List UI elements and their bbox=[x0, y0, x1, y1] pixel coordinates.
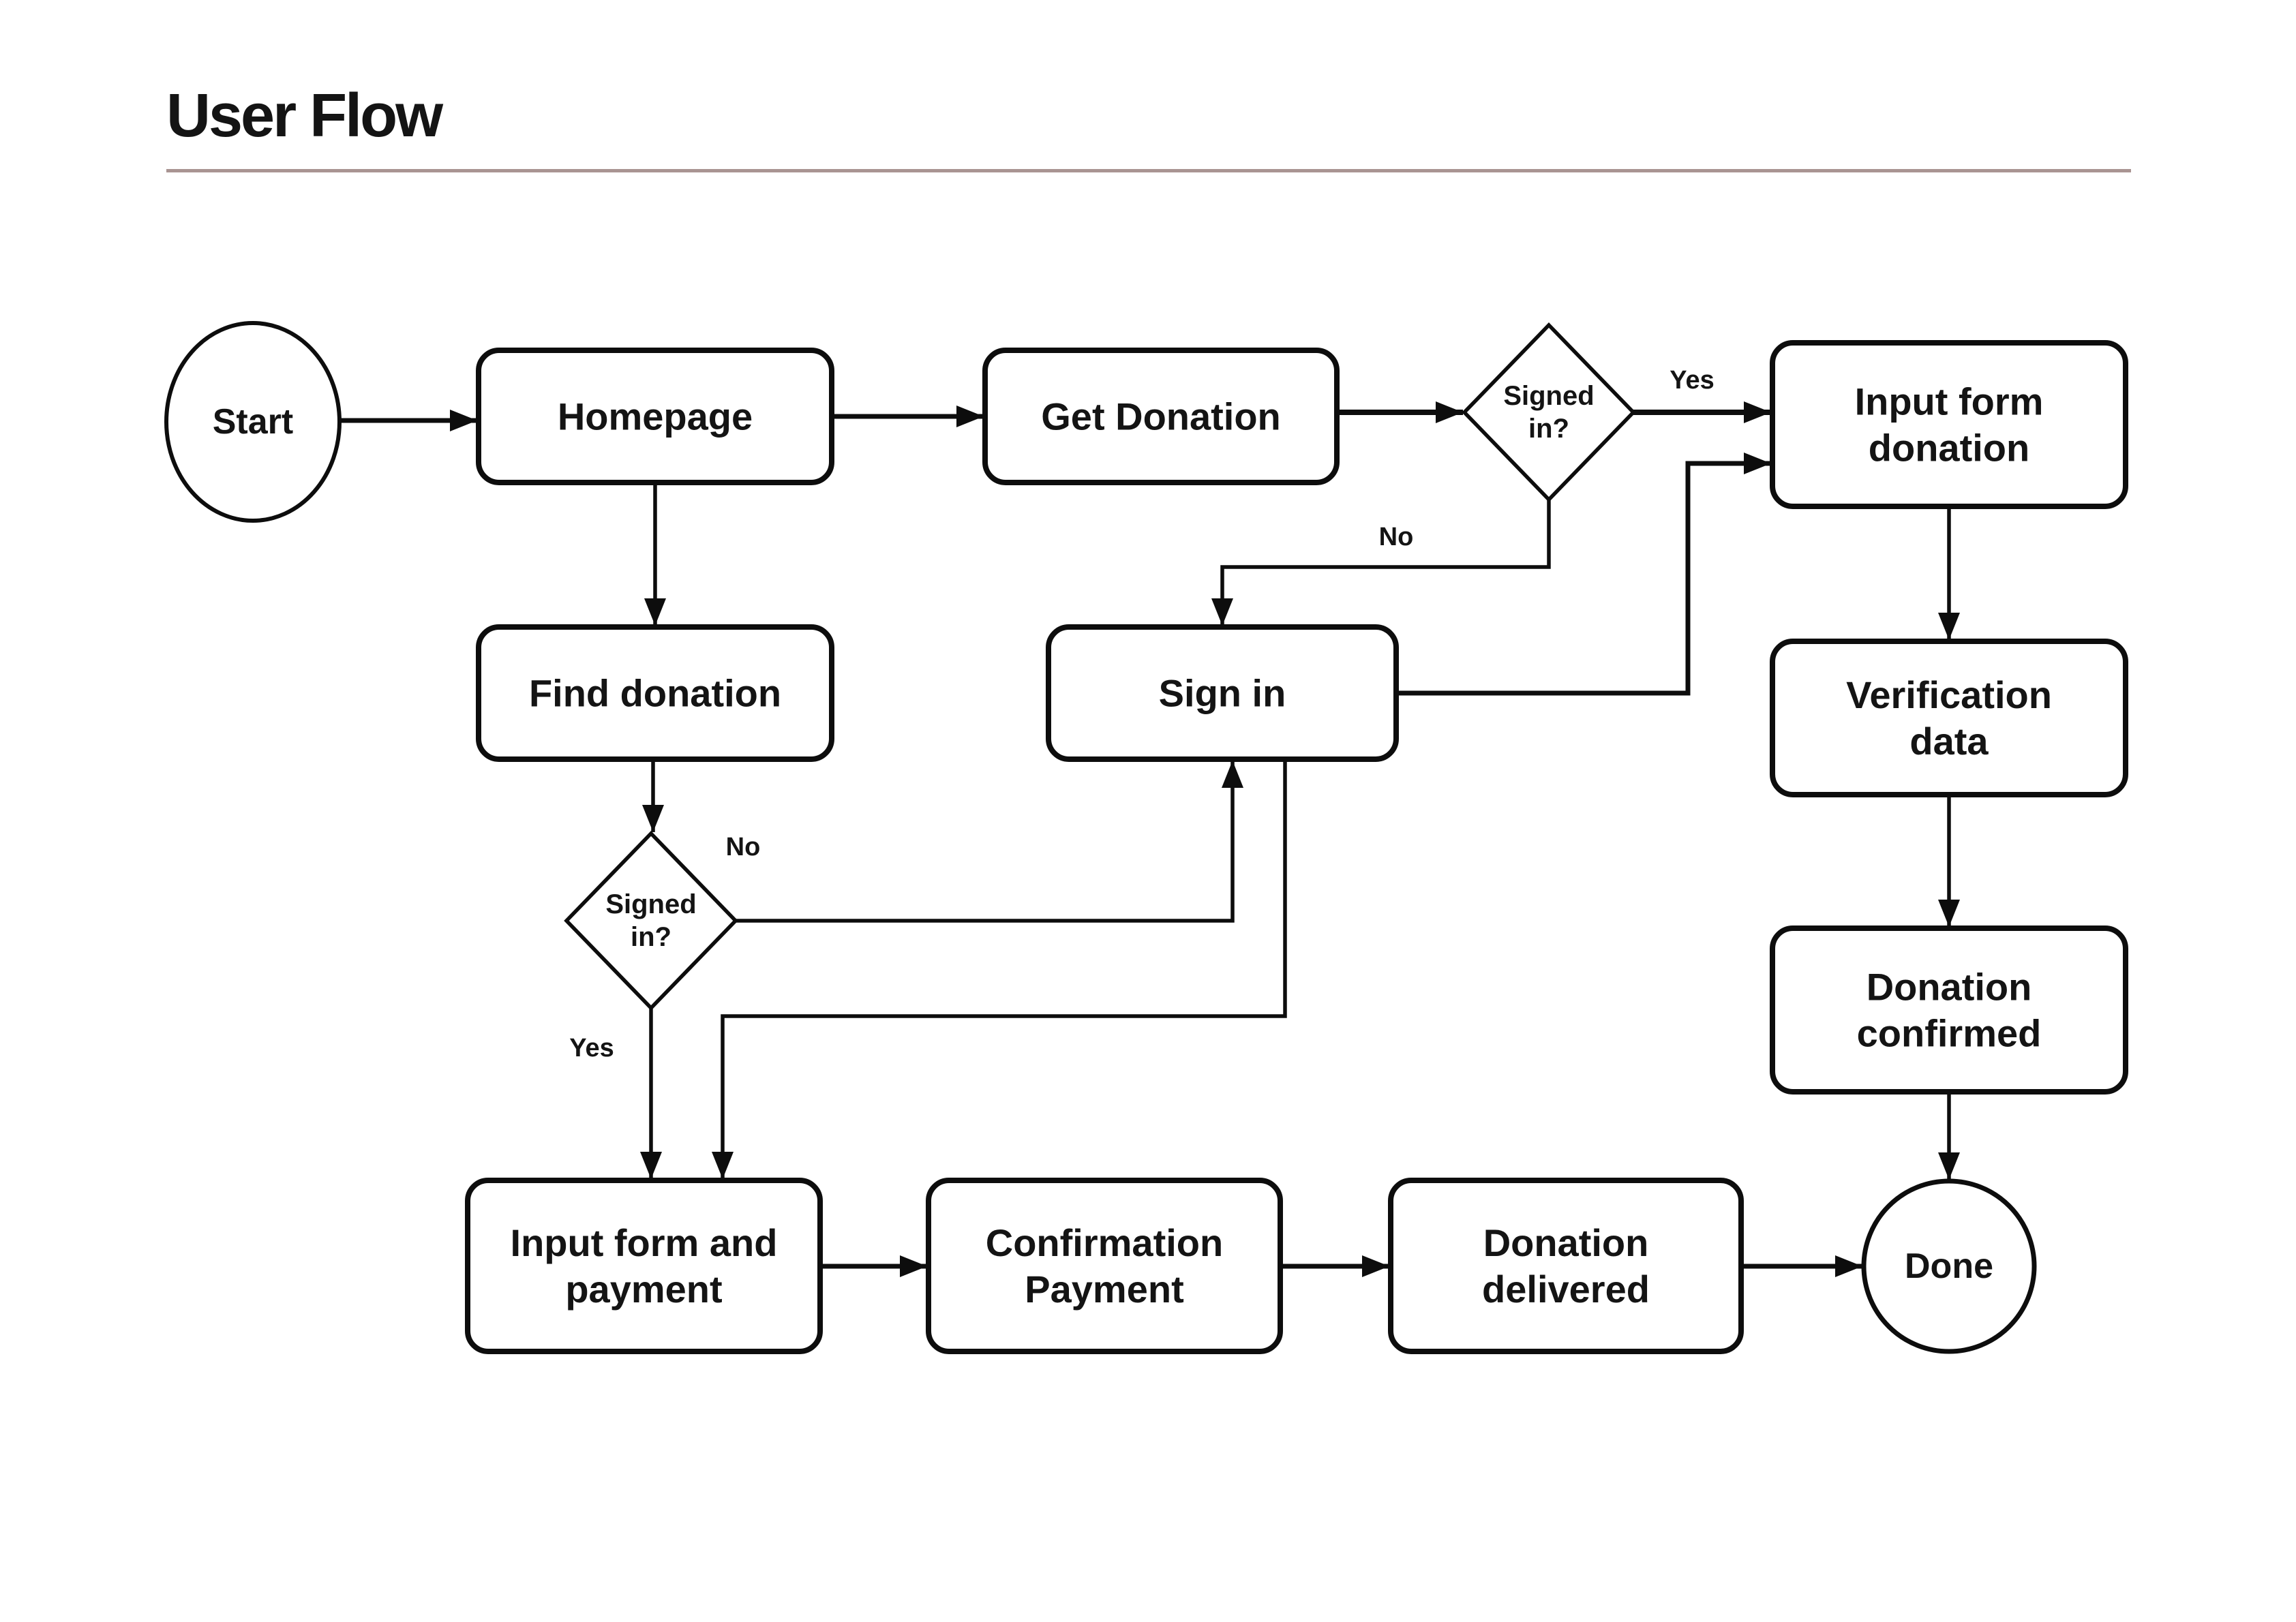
edge-label-no-top: No bbox=[1379, 523, 1414, 551]
edge-sign-in-to-input-form-and-payment bbox=[712, 759, 1287, 1179]
node-find-donation: Find donation bbox=[476, 624, 834, 762]
node-sign-in-shape bbox=[1046, 624, 1399, 762]
node-get-donation-label: Get Donation bbox=[1041, 395, 1281, 438]
node-find-donation-label: Find donation bbox=[529, 672, 781, 715]
page-title: User Flow bbox=[166, 82, 444, 150]
node-input-form-donation-shape bbox=[1770, 340, 2128, 509]
node-start-shape bbox=[164, 321, 342, 523]
edge-label-no-bottom: No bbox=[726, 833, 761, 861]
node-homepage-shape bbox=[476, 348, 834, 485]
edges-layer bbox=[339, 401, 1960, 1277]
edge-sign-in-to-input-form-donation bbox=[1396, 453, 1771, 696]
node-donation-confirmed-shape bbox=[1770, 925, 2128, 1095]
node-homepage-label: Homepage bbox=[558, 395, 753, 438]
node-sign-in: Sign in bbox=[1046, 624, 1399, 762]
node-sign-in-label: Sign in bbox=[1159, 672, 1286, 715]
node-get-donation: Get Donation bbox=[982, 348, 1340, 485]
node-start: Start bbox=[164, 321, 342, 523]
node-done: Done bbox=[1861, 1178, 2037, 1354]
node-signed-in-bottom-shape bbox=[564, 831, 738, 1011]
node-get-donation-shape bbox=[982, 348, 1340, 485]
node-confirmation-payment-shape bbox=[926, 1178, 1283, 1354]
node-find-donation-shape bbox=[476, 624, 834, 762]
edge-label-yes-bottom: Yes bbox=[569, 1034, 614, 1062]
edge-signed-in-bottom-no-to-sign-in bbox=[736, 761, 1243, 923]
node-homepage: Homepage bbox=[476, 348, 834, 485]
node-verification-data-shape bbox=[1770, 639, 2128, 797]
node-done-label: Done bbox=[1905, 1246, 1993, 1286]
node-donation-delivered-shape bbox=[1388, 1178, 1744, 1354]
edge-signed-in-top-no-to-sign-in bbox=[1211, 500, 1551, 626]
edge-label-yes-top: Yes bbox=[1670, 366, 1715, 395]
node-start-label: Start bbox=[213, 402, 293, 442]
node-input-form-and-payment-shape bbox=[465, 1178, 823, 1354]
node-signed-in-top-shape bbox=[1462, 322, 1636, 502]
node-done-shape bbox=[1861, 1178, 2037, 1354]
title-divider bbox=[166, 169, 2131, 172]
